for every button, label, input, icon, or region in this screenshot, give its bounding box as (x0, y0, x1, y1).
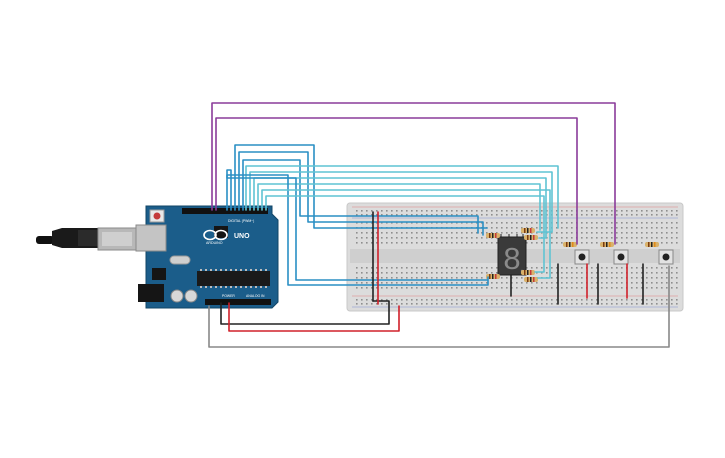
usb-cable-end (36, 236, 54, 244)
wire-segment-c[interactable] (242, 159, 479, 234)
board-model-label: UNO (234, 233, 250, 240)
capacitor-2 (184, 289, 198, 303)
power-analog-header[interactable] (205, 299, 271, 305)
digital-header[interactable] (182, 208, 268, 214)
crystal (169, 255, 191, 265)
wire-segment-j[interactable] (261, 189, 551, 279)
resistor-segment-4[interactable] (486, 274, 500, 279)
voltage-regulator (152, 268, 166, 280)
resistor-segment-5[interactable] (521, 270, 535, 275)
wires (208, 102, 670, 348)
wire-segment-a[interactable] (234, 144, 488, 229)
wire-ground[interactable] (220, 300, 390, 325)
atmega-chip (197, 271, 270, 286)
wire-segment-d[interactable] (245, 165, 559, 229)
display-housing (497, 236, 527, 276)
wire-purple-button-1[interactable] (215, 117, 578, 245)
resistor-segment-1[interactable] (486, 233, 500, 238)
usb-b-socket (135, 224, 167, 252)
push-button-2[interactable] (613, 249, 629, 265)
usb-chip (214, 226, 228, 238)
wire-purple-button-2[interactable] (211, 102, 616, 245)
dc-power-jack (138, 284, 164, 302)
wire-power-5v[interactable] (228, 302, 400, 332)
push-button-3[interactable] (658, 249, 674, 265)
wire-gray-button-3[interactable] (208, 265, 670, 348)
usb-plug-collar (78, 230, 98, 246)
resistor-button-1[interactable] (563, 242, 577, 247)
resistor-segment-2[interactable] (521, 228, 535, 233)
seven-segment-display[interactable]: 8 (497, 234, 527, 276)
wire-segment-b[interactable] (238, 151, 484, 236)
push-button-1[interactable] (574, 249, 590, 265)
digital-header-label: DIGITAL (PWM~) (228, 219, 254, 223)
arduino-pcb (145, 205, 279, 309)
board-brand-label: ARDUINO (206, 241, 223, 245)
analog-header-label: ANALOG IN (246, 294, 265, 298)
wire-segment-i[interactable] (226, 174, 489, 286)
resistor-segment-6[interactable] (524, 277, 538, 282)
wire-segment-e[interactable] (249, 171, 553, 233)
reset-button-cap (153, 212, 161, 220)
resistors (486, 228, 659, 282)
resistor-button-3[interactable] (645, 242, 659, 247)
resistor-button-2[interactable] (600, 242, 614, 247)
usb-connector-face (102, 232, 132, 246)
display-digit: 8 (503, 241, 520, 276)
power-header-label: POWER (222, 294, 235, 298)
capacitor-1 (170, 289, 184, 303)
arduino-board[interactable]: UNO ARDUINO DIGITAL (PWM~) POWER ANALOG … (36, 205, 279, 309)
arduino-logo (203, 229, 228, 241)
resistor-segment-3[interactable] (524, 235, 538, 240)
wire-segment-k[interactable] (265, 195, 545, 273)
wire-segment-g[interactable] (257, 183, 541, 231)
atmega-chip-pins (200, 269, 267, 288)
